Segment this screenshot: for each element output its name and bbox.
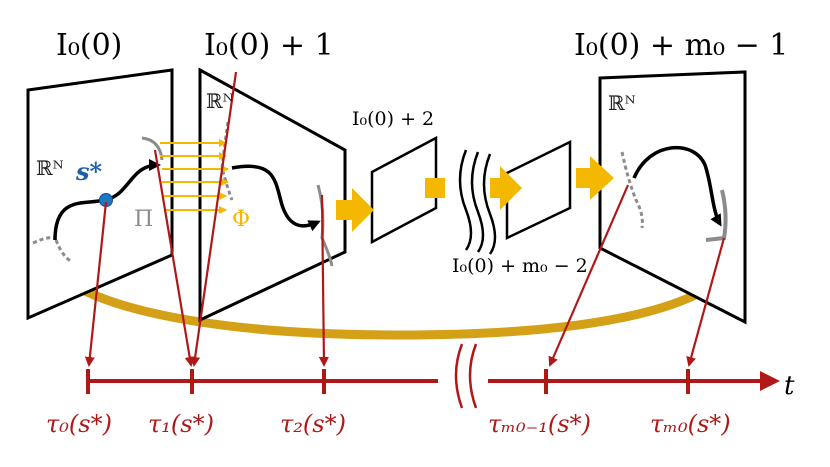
section-panel-4 (598, 70, 747, 325)
space-label-0: ℝᴺ (36, 156, 64, 180)
map-label-phi: Φ (232, 207, 250, 232)
section-panel-1 (198, 67, 347, 323)
tick-label-1: τ₁(s*) (148, 410, 214, 438)
section-label-2: I₀(0) + 2 (352, 108, 434, 130)
section-label-0: I₀(0) (56, 28, 122, 63)
ellipsis-break-icon (458, 149, 497, 255)
tick-label-4: τₘ₀(s*) (650, 410, 731, 438)
tick-label-2: τ₂(s*) (280, 410, 346, 438)
section-curve-4b (705, 189, 728, 242)
point-label: s* (75, 157, 103, 186)
section-curve-0b (54, 239, 73, 264)
section-label-1: I₀(0) + 1 (204, 28, 334, 63)
tick-label-3: τₘ₀₋₁(s*) (488, 410, 591, 438)
axis-ticks (86, 369, 690, 394)
hit-time-arrows (84, 71, 726, 367)
axis-break-icon (454, 343, 478, 409)
section-label-4: I₀(0) + m₀ − 1 (574, 28, 788, 63)
flow-arrow-4 (576, 156, 614, 200)
axis-label-t: t (784, 371, 795, 401)
space-label-1: ℝᴺ (206, 89, 234, 113)
map-label-pi: Π (134, 207, 153, 232)
flow-arrows-phi (160, 139, 229, 214)
flow-arrow-3 (490, 166, 522, 210)
flow-block-2 (425, 178, 445, 198)
tick-label-0: τ₀(s*) (46, 410, 112, 438)
section-panel-2 (370, 135, 438, 245)
space-label-4: ℝᴺ (608, 91, 636, 115)
flow-arrow-1 (336, 188, 374, 232)
section-curve-4 (620, 151, 644, 229)
trajectory-1 (231, 164, 321, 232)
section-panel-0 (26, 68, 174, 321)
section-label-3: I₀(0) + m₀ − 2 (452, 255, 588, 277)
section-panel-3 (505, 139, 572, 240)
trajectory-4 (632, 145, 722, 227)
time-axis-arrowhead (760, 371, 780, 391)
